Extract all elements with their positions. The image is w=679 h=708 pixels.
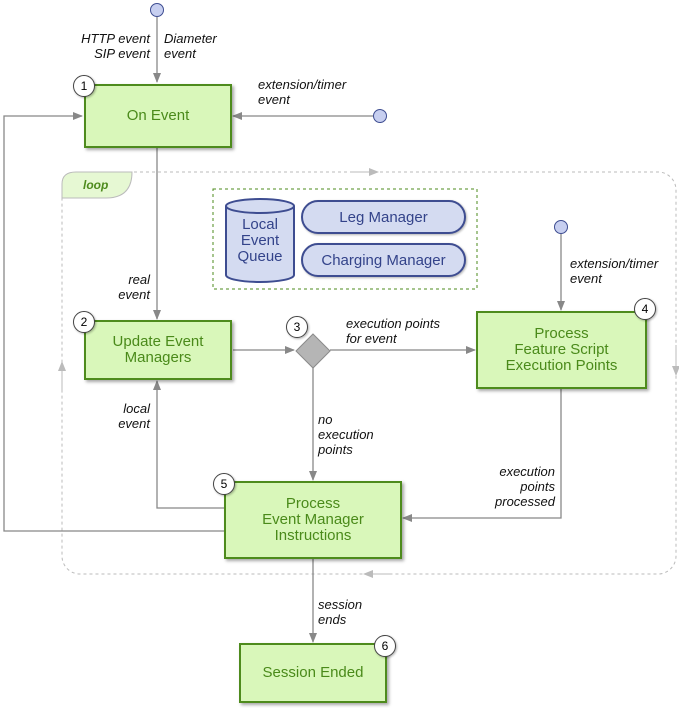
step-number-6: 6	[374, 635, 396, 657]
on-event-state: On Event	[84, 84, 232, 148]
step-number-1: 1	[73, 75, 95, 97]
label-execution-points-for-event: execution points for event	[346, 316, 440, 346]
leg-manager: Leg Manager	[301, 200, 466, 234]
edge-feature-script-to-process-em	[402, 389, 562, 522]
label-diameter-event: Diameter event	[164, 31, 217, 61]
step-number-2: 2	[73, 311, 95, 333]
charging-manager: Charging Manager	[301, 243, 466, 277]
step-number-5: 5	[213, 473, 235, 495]
process-feature-script-state: Process Feature Script Execution Points	[476, 311, 647, 389]
session-ended-state: Session Ended	[239, 643, 387, 703]
label-execution-points-processed: execution points processed	[495, 464, 555, 509]
label-local-event: local event	[118, 401, 150, 431]
step-number-3: 3	[286, 316, 308, 338]
queue-cylinder	[225, 198, 295, 283]
loop-tab	[61, 171, 133, 199]
label-extension-timer-right: extension/timer event	[570, 256, 659, 286]
start-dot-extension-top	[373, 109, 387, 123]
start-dot-top	[150, 3, 164, 17]
label-session-ends: session ends	[318, 597, 363, 627]
label-no-execution-points: no execution points	[318, 412, 374, 457]
update-event-managers-state: Update Event Managers	[84, 320, 232, 380]
process-event-manager-state: Process Event Manager Instructions	[224, 481, 402, 559]
managers-group	[212, 188, 478, 290]
label-real-event: real event	[118, 272, 150, 302]
edge-process-em-to-update	[153, 380, 224, 509]
start-dot-extension-right	[554, 220, 568, 234]
step-number-4: 4	[634, 298, 656, 320]
edge-process-em-to-on-event	[3, 112, 224, 532]
decision-diamond	[295, 333, 331, 369]
loop-label: loop	[83, 178, 109, 192]
local-event-queue-label: Local Event Queue	[237, 216, 283, 265]
label-extension-timer-top: extension/timer event	[258, 77, 347, 107]
label-http-sip-event: HTTP event SIP event	[81, 31, 150, 61]
